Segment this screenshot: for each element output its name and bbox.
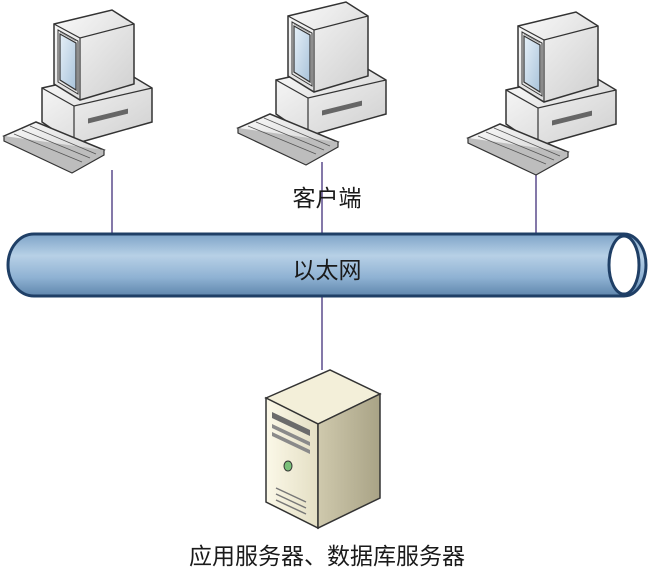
server-tower-icon	[264, 369, 382, 530]
computer-icon	[237, 1, 387, 166]
computer-icon	[3, 9, 153, 174]
server-label: 应用服务器、数据库服务器	[189, 544, 465, 570]
computer-icon	[467, 11, 617, 176]
clients-label: 客户端	[292, 186, 362, 212]
network-label: 以太网	[292, 258, 362, 284]
ethernet-pipe	[6, 232, 648, 298]
